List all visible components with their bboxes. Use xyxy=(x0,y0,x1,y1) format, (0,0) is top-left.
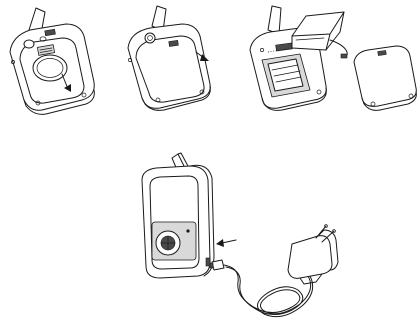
removed-battery-cover xyxy=(354,46,416,106)
clip-marker xyxy=(169,40,179,46)
insert-arrow xyxy=(222,240,236,243)
step-4-connect-charger xyxy=(142,153,338,317)
step-1-unlock-cover xyxy=(10,8,94,114)
lock-button xyxy=(24,40,34,48)
device-antenna xyxy=(268,6,281,34)
cover-disc xyxy=(33,55,67,81)
charger-plug-connector xyxy=(212,260,224,270)
battery-wire xyxy=(330,40,347,56)
lock-button xyxy=(145,33,155,43)
step-2-slide-cover xyxy=(128,6,210,110)
charging-port xyxy=(206,258,210,266)
wall-adapter xyxy=(288,236,332,279)
battery-pack xyxy=(292,12,344,50)
status-led xyxy=(186,229,189,232)
step-3-replace-battery xyxy=(250,6,416,110)
